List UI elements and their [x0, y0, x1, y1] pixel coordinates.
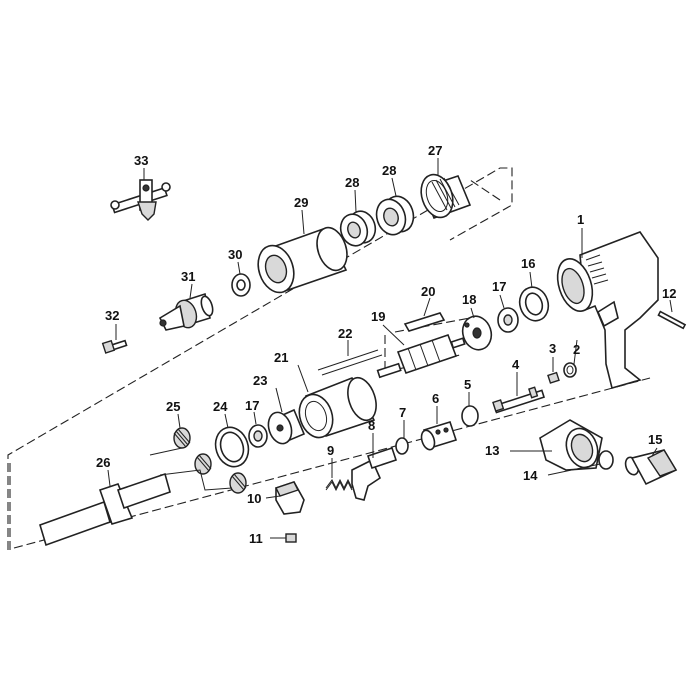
part-19-rotor — [376, 333, 466, 379]
callout-4: 4 — [512, 357, 520, 372]
part-18-rear-end-plate — [461, 315, 493, 351]
part-6-valve-bushing — [420, 421, 458, 451]
part-28-bearing-left — [339, 210, 377, 247]
part-24-ring-gear — [214, 426, 250, 468]
callout-33: 33 — [134, 153, 148, 168]
part-1-motor-housing-handle — [556, 231, 659, 389]
callout-26: 26 — [96, 455, 110, 470]
part-25-planet-gear-low — [229, 472, 247, 494]
callout-31: 31 — [181, 269, 195, 284]
callout-23: 23 — [253, 373, 267, 388]
part-23-front-end-plate — [267, 408, 306, 445]
part-5-o-ring — [461, 405, 479, 427]
part-11-set-screw — [285, 533, 297, 543]
part-9-spring — [325, 478, 353, 492]
part-4-valve-stem — [492, 386, 546, 414]
callout-28-right: 28 — [382, 163, 396, 178]
callout-2: 2 — [573, 342, 580, 357]
part-26-spindle — [39, 472, 171, 547]
part-31-drill-chuck — [158, 292, 214, 331]
part-25-planet-gear-top — [173, 427, 191, 449]
callout-29: 29 — [294, 195, 308, 210]
planet-gear-bracket-top — [149, 447, 183, 456]
callout-labels: 1 2 3 4 5 6 7 8 9 10 11 12 13 14 15 16 1… — [96, 143, 676, 546]
part-32-screw — [101, 339, 128, 354]
part-13-exhaust-deflector — [539, 419, 603, 471]
callout-18: 18 — [462, 292, 476, 307]
part-15-air-inlet — [624, 449, 678, 486]
callout-11: 11 — [249, 531, 263, 546]
planet-gear-bracket-low — [159, 469, 233, 491]
part-3-nut — [547, 371, 560, 384]
part-12-pin — [657, 310, 687, 330]
callout-27: 27 — [428, 143, 442, 158]
callout-22: 22 — [338, 326, 352, 341]
part-33-chuck-key — [110, 179, 171, 221]
callout-1: 1 — [577, 212, 584, 227]
callout-24: 24 — [213, 399, 228, 414]
part-21-cylinder — [298, 376, 377, 439]
callout-6: 6 — [432, 391, 439, 406]
part-10-lever-block — [275, 481, 305, 515]
callout-25: 25 — [166, 399, 180, 414]
callout-20: 20 — [421, 284, 435, 299]
part-29-gear-housing — [257, 226, 348, 294]
part-25-planet-gear-mid — [194, 453, 212, 475]
callout-12: 12 — [662, 286, 676, 301]
part-27-housing-sleeve — [420, 173, 472, 220]
part-8-throttle-valve — [351, 446, 398, 501]
callout-19: 19 — [371, 309, 385, 324]
part-28-bearing-right — [375, 195, 415, 236]
callout-3: 3 — [549, 341, 556, 356]
leader-lines — [107, 158, 673, 539]
callout-17-right: 17 — [492, 279, 506, 294]
callout-16: 16 — [521, 256, 535, 271]
callout-17-left: 17 — [245, 398, 259, 413]
callout-28-left: 28 — [345, 175, 359, 190]
part-22-rotor-blades — [317, 349, 383, 376]
callout-13: 13 — [485, 443, 499, 458]
callout-32: 32 — [105, 308, 119, 323]
callout-30: 30 — [228, 247, 242, 262]
callout-21: 21 — [274, 350, 288, 365]
part-7-o-ring — [395, 437, 409, 455]
callout-7: 7 — [399, 405, 406, 420]
callout-8: 8 — [368, 418, 375, 433]
part-2-o-ring — [563, 362, 577, 378]
callout-9: 9 — [327, 443, 334, 458]
part-17-bearing-right — [497, 307, 519, 333]
callout-15: 15 — [648, 432, 662, 447]
part-20-rotor-blade — [403, 312, 446, 332]
callout-10: 10 — [247, 491, 261, 506]
callout-14: 14 — [523, 468, 538, 483]
part-30-washer — [231, 273, 251, 297]
part-16-end-plate — [518, 286, 550, 322]
part-17-bearing-left — [248, 424, 268, 448]
callout-5: 5 — [464, 377, 471, 392]
part-14-o-ring — [598, 450, 614, 470]
